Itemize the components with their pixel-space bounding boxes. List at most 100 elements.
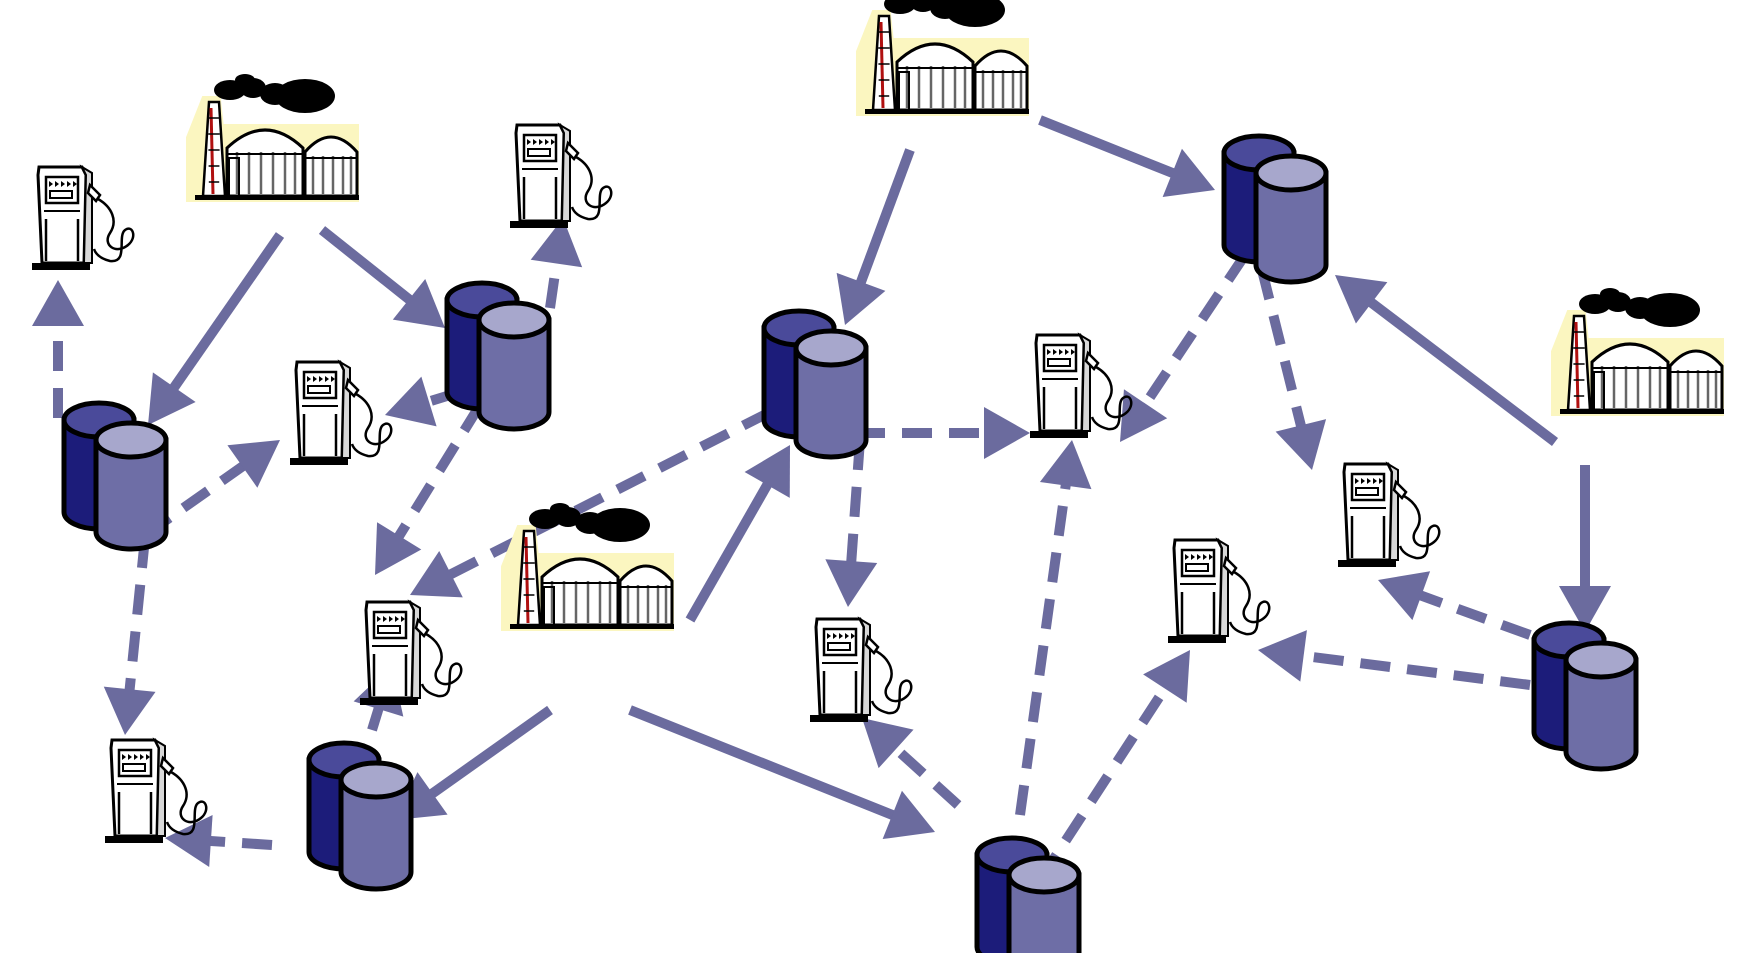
- arrow-head: [882, 790, 935, 840]
- tank-front-lid: [1006, 855, 1082, 895]
- arrow-shaft: [1038, 115, 1177, 179]
- solid-supply-arrow: [628, 705, 935, 840]
- arrow-head: [148, 372, 196, 425]
- pump-digit: [49, 181, 53, 187]
- dashed-delivery-arrow: [32, 280, 84, 418]
- pump-digit: [1053, 349, 1057, 355]
- arrow-head: [165, 815, 213, 867]
- arrow-head: [227, 440, 280, 488]
- arrow-shaft: [1015, 482, 1071, 816]
- pump-window: [1047, 358, 1071, 367]
- pump-digit: [539, 139, 543, 145]
- solid-supply-arrow: [318, 226, 445, 328]
- chimney-stripe: [524, 536, 530, 624]
- pump-digit: [1367, 478, 1371, 484]
- arrow-head: [1559, 586, 1611, 632]
- arrow-head: [385, 376, 437, 427]
- pump-base: [1030, 431, 1088, 438]
- pump-base: [360, 698, 418, 705]
- factory-ground: [865, 109, 1029, 114]
- pump-digit: [1185, 554, 1189, 560]
- dashed-delivery-arrow: [375, 402, 485, 575]
- pump-digit: [140, 754, 144, 760]
- pump-digit: [1203, 554, 1207, 560]
- pump-nozzle: [86, 182, 102, 203]
- arrow-head: [1039, 440, 1092, 490]
- arrow-head: [530, 218, 583, 268]
- pump-window: [827, 642, 851, 651]
- arrow-head: [1143, 650, 1190, 703]
- smoke-puff: [275, 79, 335, 113]
- smoke-puff: [1640, 293, 1700, 327]
- solid-supply-arrow: [685, 445, 790, 623]
- pump-digit: [1379, 478, 1383, 484]
- storage-tank-icon: [444, 280, 552, 432]
- tank-front-drum: [793, 345, 869, 460]
- arrow-shaft: [1035, 684, 1171, 883]
- pump-digit: [1197, 554, 1201, 560]
- arrow-shaft: [124, 537, 150, 692]
- pump-digit: [1071, 349, 1075, 355]
- arrow-shaft: [168, 232, 285, 392]
- arrow-shaft: [1140, 252, 1250, 409]
- tank-front-drum: [338, 777, 414, 892]
- factory-ground: [510, 624, 674, 629]
- pump-digit: [61, 181, 65, 187]
- smoke-puff: [1579, 294, 1611, 314]
- dashed-delivery-arrow: [862, 718, 962, 809]
- pump-base: [32, 263, 90, 270]
- pump-nozzle: [864, 634, 880, 655]
- pump-digit: [122, 754, 126, 760]
- tank-front-drum: [1006, 872, 1082, 957]
- tank-front-lid: [1563, 640, 1639, 680]
- pump-digit: [1361, 478, 1365, 484]
- solid-supply-arrow: [836, 148, 915, 325]
- tank-front-drum: [1253, 170, 1329, 285]
- pump-base: [290, 458, 348, 465]
- factory-dome-left: [1590, 342, 1670, 412]
- arrow-head: [1162, 148, 1215, 198]
- dashed-delivery-arrow: [1120, 252, 1250, 442]
- storage-tank-icon: [761, 308, 869, 460]
- dashed-delivery-arrow: [855, 407, 1030, 459]
- arrow-shaft: [1301, 650, 1531, 690]
- pump-digit: [395, 616, 399, 622]
- pump-digit: [307, 376, 311, 382]
- arrow-head: [825, 559, 878, 607]
- storage-tank-icon: [61, 400, 169, 552]
- pump-digit: [851, 633, 855, 639]
- pump-digit: [533, 139, 537, 145]
- arrow-shaft: [367, 705, 384, 732]
- dashed-delivery-arrow: [1015, 440, 1092, 816]
- pump-digit: [377, 616, 381, 622]
- pump-hose: [350, 392, 393, 458]
- pump-digit: [1047, 349, 1051, 355]
- arrow-head: [103, 686, 156, 735]
- pump-base: [510, 221, 568, 228]
- pump-hose: [92, 197, 135, 263]
- pump-nozzle: [1392, 479, 1408, 500]
- smoke-puff: [590, 508, 650, 542]
- pump-window: [527, 148, 551, 157]
- pump-digit: [1373, 478, 1377, 484]
- factory-ground: [1560, 409, 1724, 414]
- dashed-delivery-arrow: [530, 218, 583, 309]
- pump-digit: [1059, 349, 1063, 355]
- dashed-delivery-arrow: [165, 815, 273, 867]
- dashed-delivery-arrow: [1258, 630, 1531, 690]
- tank-front-lid: [93, 420, 169, 460]
- arrow-head: [836, 272, 886, 325]
- fuel-pump-icon: [1030, 332, 1133, 438]
- arrow-head: [984, 407, 1030, 459]
- pump-digit: [331, 376, 335, 382]
- pump-nozzle: [1084, 350, 1100, 371]
- fuel-pump-icon: [105, 737, 208, 843]
- factory-dome-right: [973, 49, 1029, 112]
- pump-digit: [1191, 554, 1195, 560]
- tank-front-lid: [793, 328, 869, 368]
- pump-digit: [845, 633, 849, 639]
- chimney-stripe: [209, 107, 215, 195]
- tank-front-drum: [476, 317, 552, 432]
- pump-digit: [401, 616, 405, 622]
